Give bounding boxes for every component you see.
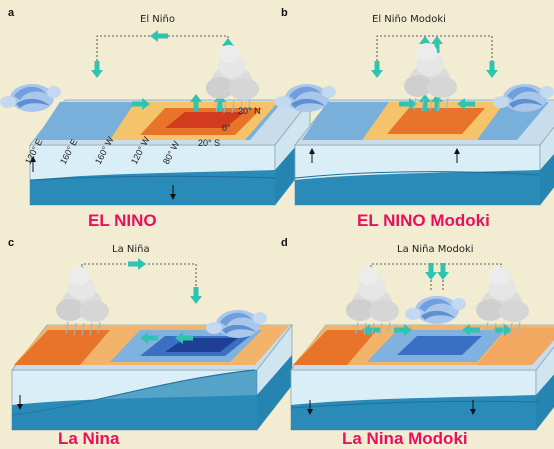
panel-caption: EL NINO Modoki — [357, 211, 490, 230]
circulation-arrow-icon — [371, 61, 383, 78]
circulation-arrow-icon — [91, 61, 103, 78]
panel-letter: b — [281, 7, 288, 19]
wind-swirl-icon — [0, 84, 61, 112]
panel-caption: La Nina Modoki — [342, 429, 468, 448]
lat-0: 0° — [222, 123, 231, 133]
panel-el-nino-modoki: b El Niño Modoki EL NINO Modoki — [275, 7, 554, 230]
lat-20n: 20° N — [238, 106, 261, 116]
panel-caption: La Nina — [58, 429, 120, 448]
panel-title: El Niño — [140, 14, 175, 25]
panel-la-nina-modoki: d La Niña Modoki La Nina Modoki — [281, 237, 554, 448]
panel-title: La Niña — [112, 244, 150, 255]
panel-title: El Niño Modoki — [372, 14, 446, 25]
panel-letter: a — [8, 7, 15, 19]
circulation-arrow-icon — [486, 61, 498, 78]
circulation-arrow-icon — [425, 263, 437, 280]
panel-caption: EL NINO — [88, 211, 157, 230]
panel-title: La Niña Modoki — [397, 244, 474, 255]
circulation-arrow-icon — [128, 258, 146, 270]
panel-letter: d — [281, 237, 288, 249]
panel-letter: c — [8, 237, 14, 249]
panel-el-nino: a El Niño 20° N 0° 20° S 120° E 160° E 1… — [0, 7, 311, 230]
wind-swirl-icon — [405, 296, 466, 324]
circulation-arrow-icon — [190, 287, 202, 304]
lat-20s: 20° S — [198, 138, 220, 148]
circulation-arrow-icon — [437, 263, 449, 280]
circulation-arrow-icon — [150, 30, 168, 42]
panel-la-nina: c La Niña La Nina — [8, 237, 293, 448]
